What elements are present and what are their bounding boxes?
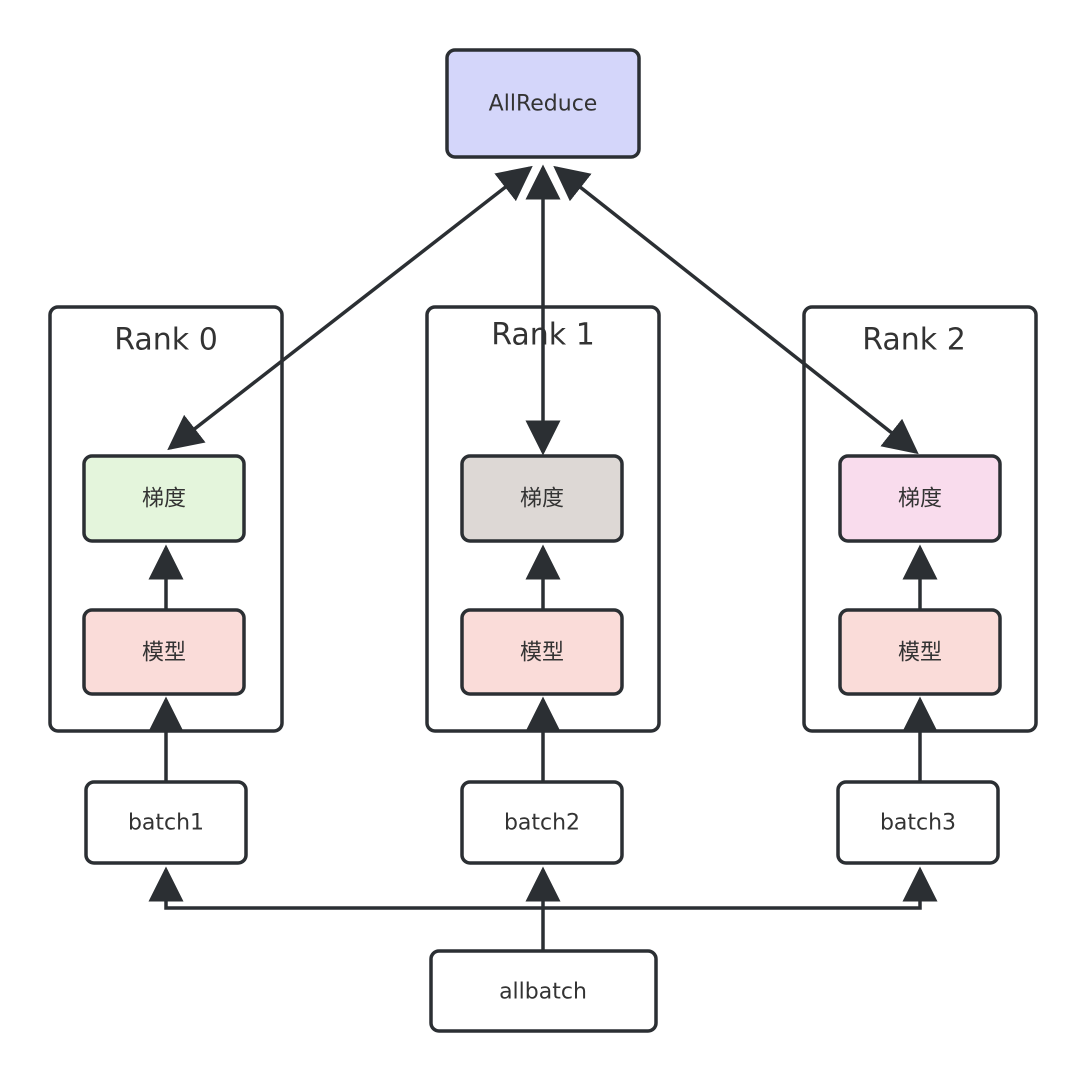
edge-allbatch-batch1 (148, 866, 543, 910)
model-node-2: 模型 (838, 608, 1002, 696)
gradient-label-0: 梯度 (142, 487, 186, 512)
model-label-0: 模型 (142, 641, 186, 666)
allreduce-node: AllReduce (445, 48, 641, 159)
edge-allreduce-gradient-0 (167, 165, 533, 451)
batch-label-1: batch1 (128, 811, 204, 836)
gradient-label-2: 梯度 (898, 487, 942, 512)
rank-0-title: Rank 0 (114, 323, 218, 358)
edge-allreduce-gradient-2 (553, 165, 919, 455)
batch-label-2: batch2 (504, 811, 580, 836)
model-label-1: 模型 (520, 641, 564, 666)
batch-node-3: batch3 (836, 780, 1000, 865)
allreduce-label: AllReduce (489, 92, 598, 117)
gradient-node-0: 梯度 (82, 454, 246, 543)
batch-label-3: batch3 (880, 811, 956, 836)
model-node-0: 模型 (82, 608, 246, 696)
gradient-label-1: 梯度 (520, 487, 564, 512)
model-label-2: 模型 (898, 641, 942, 666)
model-node-1: 模型 (460, 608, 624, 696)
rank-2-title: Rank 2 (862, 323, 966, 358)
allbatch-node: allbatch (429, 949, 658, 1033)
gradient-node-1: 梯度 (460, 454, 624, 543)
batch-node-1: batch1 (84, 780, 248, 865)
batch-node-2: batch2 (460, 780, 624, 865)
allbatch-label: allbatch (499, 980, 587, 1005)
edge-allbatch-batch3 (543, 866, 938, 910)
gradient-node-2: 梯度 (838, 454, 1002, 543)
